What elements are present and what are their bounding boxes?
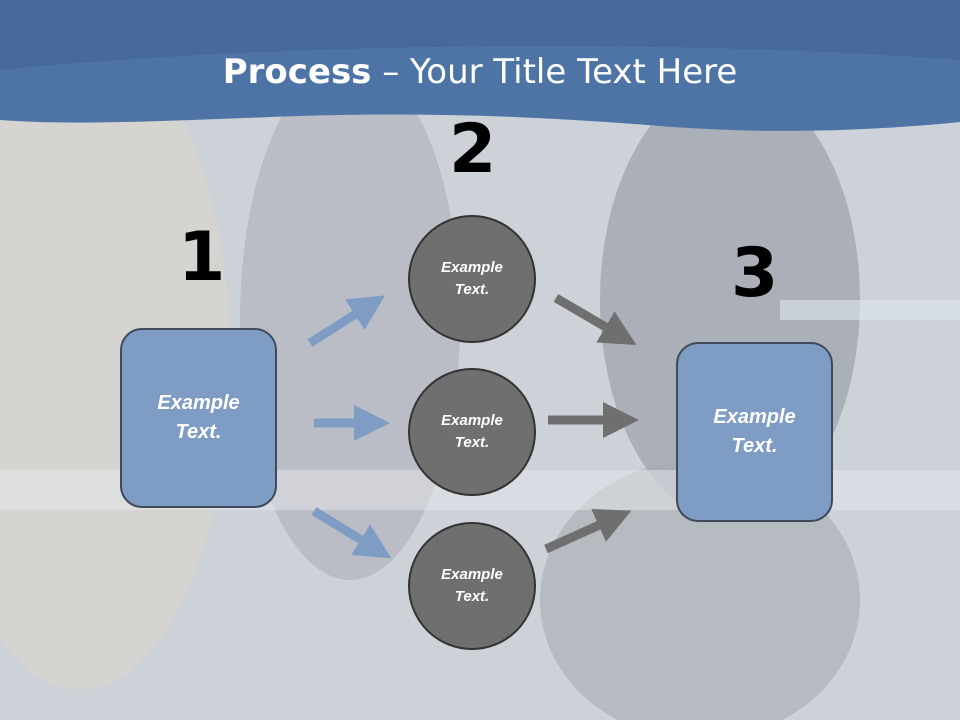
title-bold: Process — [222, 52, 372, 92]
circle-middle[interactable]: Example Text. — [408, 368, 536, 496]
circle-middle-text: Example Text. — [441, 411, 503, 452]
slide-title: Process – Your Title Text Here — [0, 52, 960, 92]
left-box[interactable]: Example Text. — [120, 328, 277, 508]
circle-bottom[interactable]: Example Text. — [408, 522, 536, 650]
title-rest: – Your Title Text Here — [371, 52, 738, 92]
step-number-3: 3 — [731, 234, 779, 313]
right-box[interactable]: Example Text. — [676, 342, 833, 522]
step-number-2: 2 — [449, 110, 497, 189]
circle-bottom-text: Example Text. — [441, 565, 503, 606]
right-box-text: Example Text. — [713, 406, 796, 457]
step-number-1: 1 — [178, 218, 226, 297]
left-box-text: Example Text. — [157, 392, 240, 443]
circle-top[interactable]: Example Text. — [408, 215, 536, 343]
circle-top-text: Example Text. — [441, 258, 503, 299]
